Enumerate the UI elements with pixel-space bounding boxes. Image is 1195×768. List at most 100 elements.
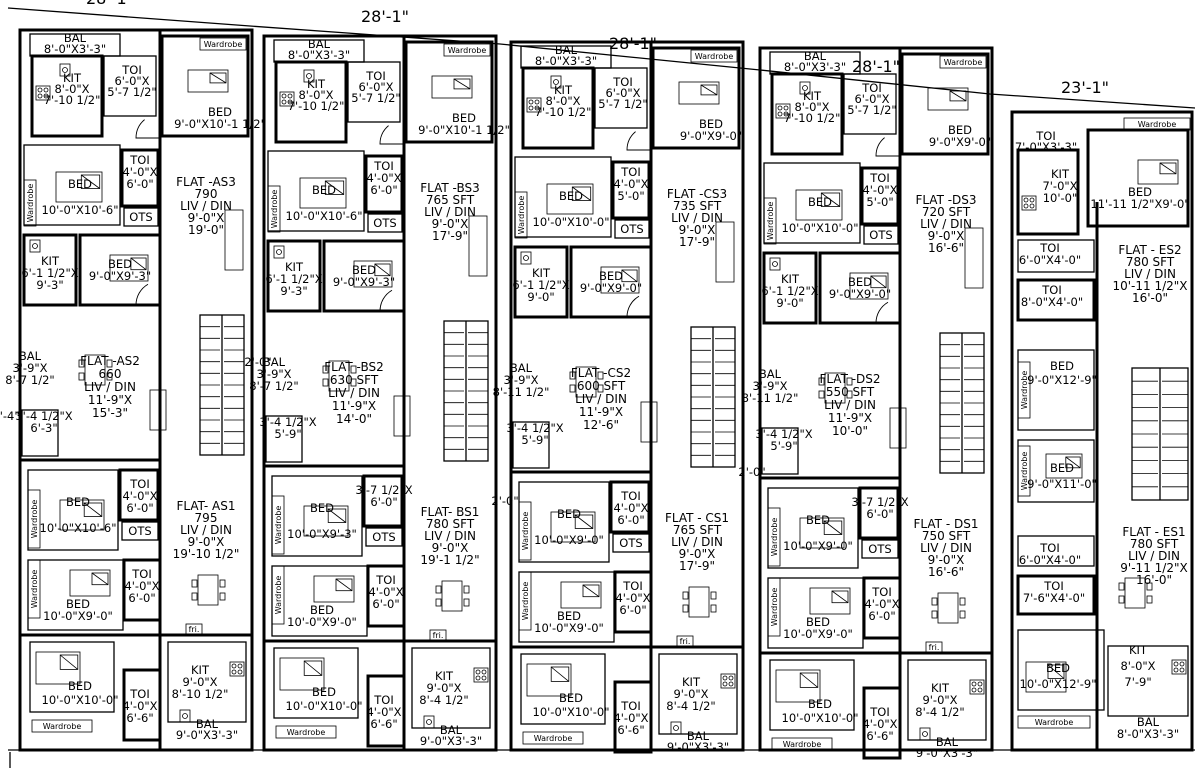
pillow-icon — [335, 578, 353, 592]
burner-icon — [1179, 661, 1185, 667]
ots-b — [614, 219, 650, 239]
toilet-c — [265, 415, 303, 463]
bed-icon — [849, 272, 889, 300]
bed-icon — [279, 657, 325, 691]
chair-icon — [322, 365, 329, 374]
wardrobe-box — [763, 197, 777, 245]
sofa-icon — [640, 401, 658, 443]
burner-icon — [281, 99, 287, 105]
dining-table-icon — [84, 354, 106, 386]
stove-icon — [279, 91, 295, 107]
kitchen-b — [513, 245, 569, 319]
chair-icon — [569, 371, 576, 380]
door-swing — [875, 137, 900, 157]
burner-icon — [971, 687, 977, 693]
bed-icon — [55, 171, 103, 203]
pillow-icon-line — [91, 572, 109, 586]
burner-icon — [37, 87, 43, 93]
door-swing — [379, 289, 404, 312]
burner-icon — [1173, 661, 1179, 667]
chair-icon — [846, 377, 853, 386]
wardrobe-box — [522, 731, 584, 745]
pillow-icon — [324, 180, 345, 195]
bed-icon — [795, 189, 843, 221]
burner-icon — [528, 99, 534, 105]
top-width-dimension: 28'-1" — [361, 7, 409, 26]
pillow-icon — [799, 672, 819, 688]
burner-icon — [783, 111, 789, 117]
wardrobe-box — [690, 49, 738, 63]
burner-icon — [475, 669, 481, 675]
wardrobe-label: Wardrobe — [30, 570, 39, 609]
pillow-icon — [621, 269, 638, 283]
ots-b — [367, 213, 403, 233]
bed-icon — [775, 669, 821, 703]
bed-icon — [809, 587, 851, 615]
toilet-e — [613, 570, 653, 634]
burner-icon — [534, 99, 540, 105]
wardrobe-label: Wardrobe — [30, 500, 39, 539]
kitchen-f — [411, 647, 491, 729]
bed-icon — [109, 254, 149, 282]
toilet-e — [862, 576, 902, 640]
wardrobe-label: Wardrobe — [448, 46, 487, 55]
passage-dimension: 2'-0" — [738, 465, 765, 479]
sink-basin-icon — [32, 243, 38, 249]
bed-icon — [678, 81, 720, 105]
pillow-icon-line — [823, 520, 843, 535]
chair-icon — [818, 377, 825, 386]
sink-icon — [550, 75, 562, 89]
chair-icon — [435, 585, 442, 594]
bed-icon — [35, 651, 81, 685]
pillow-icon-line — [83, 502, 103, 517]
fridge-box — [185, 623, 203, 635]
pillow-icon-line — [1047, 664, 1065, 679]
sink-icon — [919, 727, 931, 741]
bed-icon — [1137, 159, 1179, 185]
chair-icon — [931, 610, 938, 619]
burner-icon — [1023, 197, 1029, 203]
bed-icon — [303, 505, 349, 537]
burner-icon — [37, 93, 43, 99]
toilet-d — [118, 468, 160, 522]
sofa-icon — [889, 407, 907, 449]
toilet-e — [122, 558, 162, 622]
passage-dimension: 2'-0" — [491, 494, 518, 508]
chair-icon — [106, 359, 113, 368]
wardrobe-label: Wardrobe — [43, 722, 82, 731]
kitchen-f — [907, 659, 987, 741]
pillow-icon — [83, 502, 103, 517]
dining-table-icon — [197, 574, 219, 606]
side-dimension: 3'-4" — [0, 409, 20, 423]
toilet-f — [613, 680, 653, 754]
bed-icon — [431, 75, 473, 99]
wardrobe-label: Wardrobe — [695, 52, 734, 61]
wardrobe-label: Wardrobe — [770, 588, 779, 627]
sink-icon — [273, 245, 285, 259]
chair-icon — [1118, 595, 1125, 604]
ots-d — [861, 539, 899, 559]
